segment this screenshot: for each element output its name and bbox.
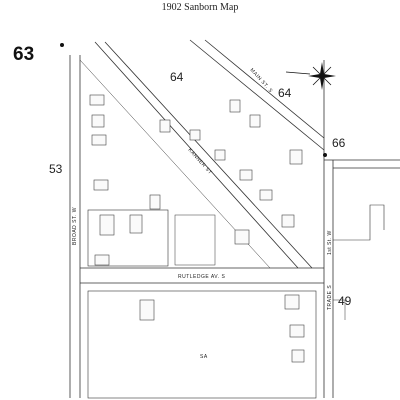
parcel-edge (333, 204, 385, 241)
street-label-first: 1st St. W (327, 230, 333, 255)
diagonal-street-edge-a (94, 41, 299, 269)
north-arrow-icon (308, 62, 336, 90)
sheet-ref-top-center: 64 (170, 70, 184, 84)
building (284, 294, 300, 310)
building (93, 179, 109, 191)
building (139, 299, 155, 321)
building (94, 254, 110, 266)
parcel-edge-2 (333, 299, 346, 320)
center-lot (174, 214, 216, 266)
sheet-number: 63 (13, 44, 35, 65)
building (129, 214, 143, 234)
upper-diagonal-a (189, 39, 325, 151)
building (259, 189, 273, 201)
sheet-ref-top-right: 64 (278, 86, 292, 100)
south-block (87, 290, 317, 399)
west-block-lot (87, 209, 169, 267)
upper-diagonal-b (204, 39, 325, 139)
building (229, 99, 241, 113)
sheet-ref-right-lower: 49 (338, 294, 352, 308)
street-label-broad: BROAD ST. W (72, 207, 78, 245)
sheet-ref-left: 53 (49, 162, 63, 176)
building (89, 94, 105, 106)
map-caption: 1902 Sanborn Map (161, 2, 239, 13)
corner-marker (323, 153, 327, 157)
building (239, 169, 253, 181)
building (214, 149, 226, 161)
building (289, 324, 305, 338)
building (159, 119, 171, 133)
building (189, 129, 201, 141)
building (91, 134, 107, 146)
street-label-kanner: KANNER ST (187, 147, 214, 176)
sheet-ref-right-upper: 66 (332, 136, 346, 150)
diagonal-street-edge-b (104, 41, 313, 269)
street-label-rutledge: RUTLEDGE AV. S (178, 274, 225, 280)
street-label-main: MAIN ST. S (249, 67, 274, 94)
block-label: SA (200, 354, 208, 360)
building (99, 214, 115, 236)
building (234, 229, 250, 245)
building (291, 349, 305, 363)
street-label-trade: TRADE S (327, 285, 333, 310)
compass-pointer (285, 71, 311, 75)
building (149, 194, 161, 210)
building (289, 149, 303, 165)
building (249, 114, 261, 128)
building (91, 114, 105, 128)
building (281, 214, 295, 228)
corner-marker (60, 43, 64, 47)
